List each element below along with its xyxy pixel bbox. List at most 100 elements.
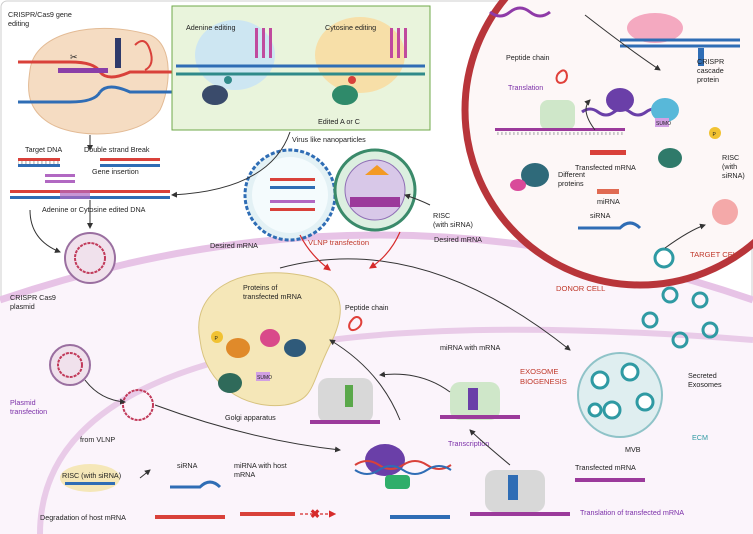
peptide-chain-top-label: Peptide chain bbox=[506, 53, 550, 62]
target-dna-label: Target DNA bbox=[25, 145, 62, 154]
sirna-risc-blob bbox=[712, 199, 738, 225]
different-proteins-label-2: proteins bbox=[558, 179, 584, 188]
mirna-icon bbox=[597, 189, 619, 194]
golgi-sumo-badge-icon bbox=[256, 372, 270, 381]
risc-bottom-label: RISC (with siRNA) bbox=[62, 471, 121, 480]
risc-target-icon bbox=[658, 148, 682, 168]
translation-of-transfected-mrna-label: Translation of transfected mRNA bbox=[580, 508, 684, 517]
a-base-icon bbox=[224, 76, 232, 84]
transcription-factor bbox=[385, 475, 410, 489]
deaminase-a bbox=[202, 85, 228, 105]
cytosine-editing-label: Cytosine editing bbox=[325, 23, 376, 32]
donor-cell-label: DONOR CELL bbox=[556, 284, 605, 293]
mirna-host-label-2: mRNA bbox=[234, 470, 255, 479]
crispr-cas9-gene-editing-label-2: editing bbox=[8, 19, 29, 28]
golgi-p-badge-text: P bbox=[215, 336, 219, 342]
c-base-icon bbox=[348, 76, 356, 84]
secreted-exosomes-label-1: Secreted bbox=[688, 371, 717, 380]
mvb-label: MVB bbox=[625, 445, 641, 454]
protein-cluster-icon bbox=[521, 163, 549, 187]
crispr-cascade-protein-label-3: protein bbox=[697, 75, 719, 84]
gene-insertion-label: Gene insertion bbox=[92, 167, 139, 176]
rna-polymerase bbox=[365, 444, 405, 476]
vlnp-right-mrna bbox=[350, 197, 400, 207]
adenine-editing-label: Adenine editing bbox=[186, 23, 236, 32]
degradation-of-host-mrna-label: Degradation of host mRNA bbox=[40, 513, 126, 522]
mirna-host-label-1: miRNA with host bbox=[234, 461, 287, 470]
peptide-chain-mid-icon bbox=[348, 316, 363, 332]
deaminase-c bbox=[332, 85, 358, 105]
crispr-cas9-plasmid-label-1: CRISPR Cas9 bbox=[10, 293, 56, 302]
golgi-protein-blue bbox=[284, 339, 306, 357]
risc-target-label-1: RISC bbox=[722, 153, 739, 162]
sirna-top-label: siRNA bbox=[590, 211, 611, 220]
mvb-vesicle-icons bbox=[587, 362, 655, 420]
crispr-cascade-protein-label-1: CRISPR bbox=[697, 57, 724, 66]
peptide-chain-top-icon bbox=[555, 69, 568, 84]
golgi-protein-green bbox=[218, 373, 242, 393]
cascade-protein-body bbox=[627, 13, 683, 43]
golgi-apparatus-label: Golgi apparatus bbox=[225, 413, 276, 422]
crispr-cascade-protein-label-2: cascade bbox=[697, 66, 724, 75]
ribosome-top bbox=[540, 100, 575, 130]
exosome-biogenesis-label-2: BIOGENESIS bbox=[520, 377, 567, 386]
proteins-of-transfected-mrna-label-2: transfected mRNA bbox=[243, 292, 302, 301]
sirna-top-icon bbox=[578, 221, 642, 230]
block-x-icon: ✖ bbox=[310, 507, 320, 521]
ecm-label: ECM bbox=[692, 433, 708, 442]
sumo-badge-icon bbox=[655, 118, 669, 127]
from-vlnp-label: from VLNP bbox=[80, 435, 115, 444]
plasmid-transfection-label-1: Plasmid bbox=[10, 398, 36, 407]
edited-a-or-c-label: Edited A or C bbox=[318, 117, 360, 126]
flow-arrows bbox=[29, 14, 706, 479]
exosome-biogenesis-label-1: EXOSOME bbox=[520, 367, 558, 376]
cas9-blob bbox=[28, 27, 169, 135]
sumo-badge-text: SUMO bbox=[656, 121, 671, 127]
scissors-icon: ✂ bbox=[70, 52, 78, 62]
p-badge-text: P bbox=[713, 132, 717, 138]
risc-target-label-3: siRNA) bbox=[722, 171, 745, 180]
transcription-label: Transcription bbox=[448, 439, 489, 448]
vlnp-left-inner bbox=[252, 157, 328, 233]
golgi-protein-pink bbox=[260, 329, 280, 347]
proteins-of-transfected-mrna-label-1: Proteins of bbox=[243, 283, 277, 292]
risc-icon bbox=[365, 165, 389, 175]
virus-like-nanoparticles-label: Virus like nanoparticles bbox=[292, 135, 366, 144]
sirna-bottom-label: siRNA bbox=[177, 461, 198, 470]
sirna-bottom-icon bbox=[170, 480, 222, 489]
transfected-mrna-top-label: Transfected mRNA bbox=[575, 163, 636, 172]
double-strand-break-label: Double strand Break bbox=[84, 145, 150, 154]
crispr-cas9-plasmid-label-2: plasmid bbox=[10, 302, 35, 311]
golgi-protein-orange bbox=[226, 338, 250, 358]
vlnp-transfection-arrows bbox=[299, 231, 401, 271]
transfected-mrna-top-icon bbox=[590, 150, 626, 155]
target-dna bbox=[10, 158, 170, 199]
golgi-sumo-badge-text: SUMO bbox=[257, 375, 272, 381]
risc-vlnp-label-2: (with siRNA) bbox=[433, 220, 473, 229]
translation-label: Translation bbox=[508, 83, 543, 92]
mirna-label: miRNA bbox=[597, 197, 620, 206]
mirna-with-mrna-label: miRNA with mRNA bbox=[440, 343, 501, 352]
desired-mrna-left-label: Desired mRNA bbox=[210, 241, 258, 250]
p-badge-icon bbox=[709, 127, 721, 139]
peptide-chain-mid-label: Peptide chain bbox=[345, 303, 389, 312]
vlnp-transfection-label: VLNP transfection bbox=[308, 238, 369, 247]
transfected-mrna-bottom-label: Transfected mRNA bbox=[575, 463, 636, 472]
golgi-p-badge-icon bbox=[211, 331, 223, 343]
released-plasmid bbox=[122, 389, 154, 421]
plasmid-transfection-label-2: transfection bbox=[10, 407, 47, 416]
plasmid-vesicle bbox=[49, 344, 91, 386]
adenine-cytosine-edited-dna-label: Adenine or Cytosine edited DNA bbox=[42, 205, 146, 214]
different-proteins-label-1: Different bbox=[558, 170, 585, 179]
donor-cell-cytoplasm bbox=[0, 235, 753, 534]
crispr-plasmid-outer bbox=[64, 232, 116, 284]
top-mrna-curve bbox=[489, 6, 551, 18]
plasmid-ring bbox=[57, 352, 83, 378]
cas9-dna bbox=[18, 38, 175, 104]
target-cell bbox=[461, 0, 753, 289]
crispr-plasmid-ring bbox=[74, 242, 106, 274]
secreted-exosome-icons bbox=[641, 247, 719, 349]
secreted-exosomes-label-2: Exosomes bbox=[688, 380, 722, 389]
